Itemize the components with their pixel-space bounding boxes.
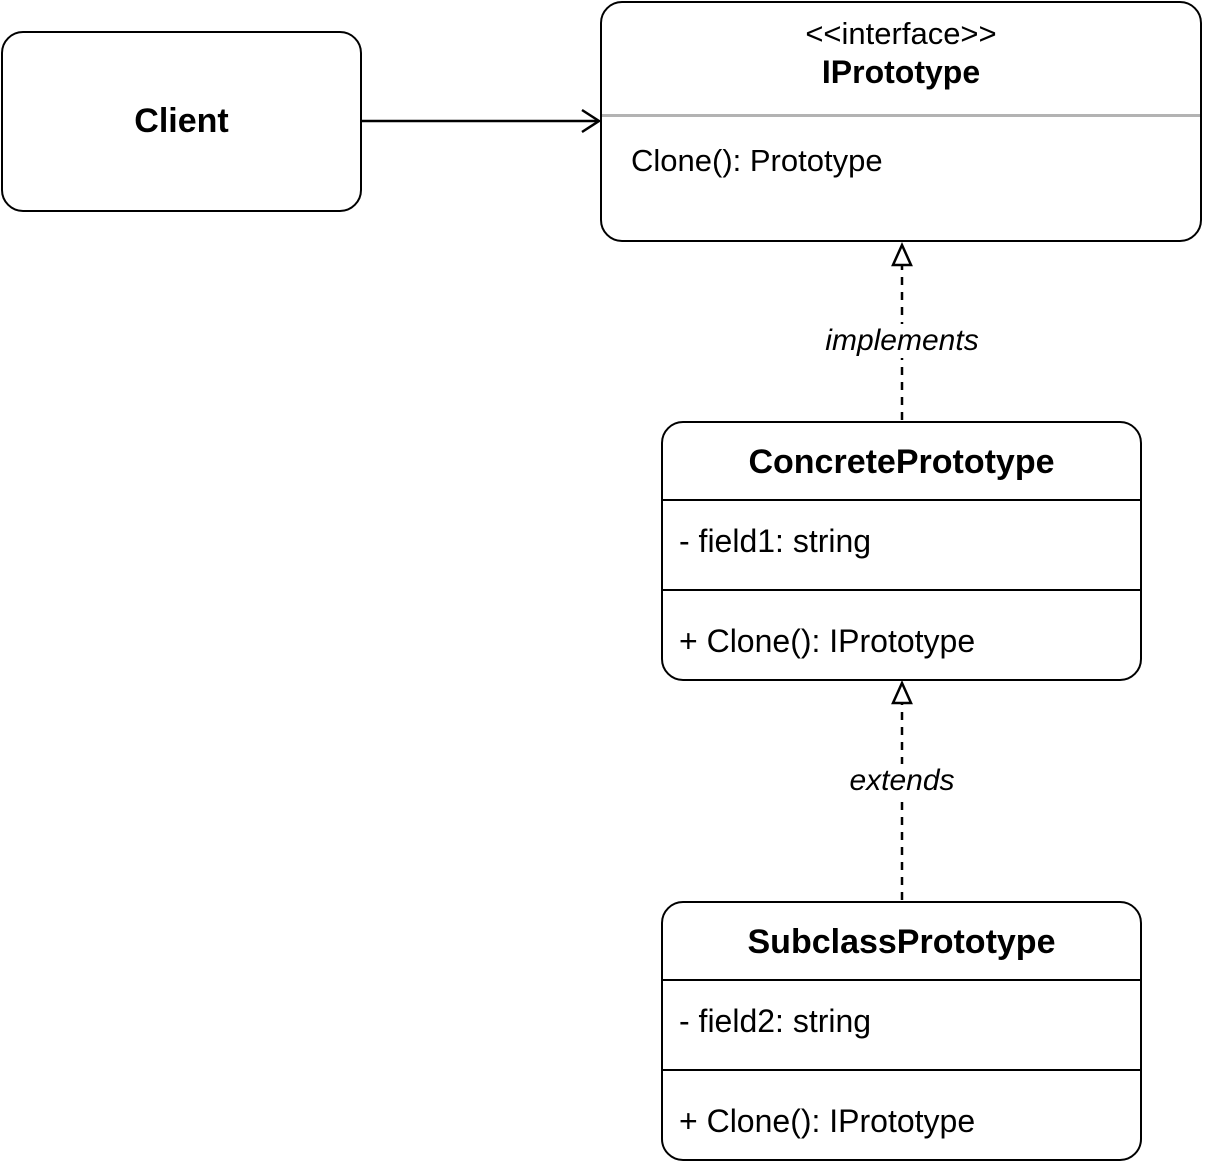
subclass-prototype-method: + Clone(): IPrototype	[679, 1103, 976, 1139]
subclass-prototype-name: SubclassPrototype	[663, 903, 1140, 981]
extends-label: extends	[847, 764, 957, 798]
interface-name: IPrototype	[821, 54, 981, 90]
concrete-prototype-field: - field1: string	[663, 501, 1140, 591]
implements-label: implements	[823, 324, 981, 358]
extends-arrowhead	[891, 679, 913, 705]
interface-stereotype: <<interface>>	[805, 16, 997, 51]
client-box[interactable]: Client	[1, 31, 362, 212]
iprototype-interface-box[interactable]: <<interface>> IPrototype Clone(): Protot…	[600, 1, 1202, 242]
association-arrowhead	[581, 108, 602, 134]
concrete-prototype-class-box[interactable]: ConcretePrototype - field1: string + Clo…	[661, 421, 1142, 681]
interface-method: Clone(): Prototype	[631, 143, 883, 178]
subclass-prototype-field: - field2: string	[663, 981, 1140, 1071]
subclass-prototype-class-box[interactable]: SubclassPrototype - field2: string + Clo…	[661, 901, 1142, 1161]
concrete-prototype-method: + Clone(): IPrototype	[679, 623, 976, 659]
concrete-prototype-name: ConcretePrototype	[663, 423, 1140, 501]
interface-header: <<interface>> IPrototype	[602, 3, 1200, 117]
client-title: Client	[134, 102, 229, 140]
implements-arrowhead	[891, 241, 913, 267]
